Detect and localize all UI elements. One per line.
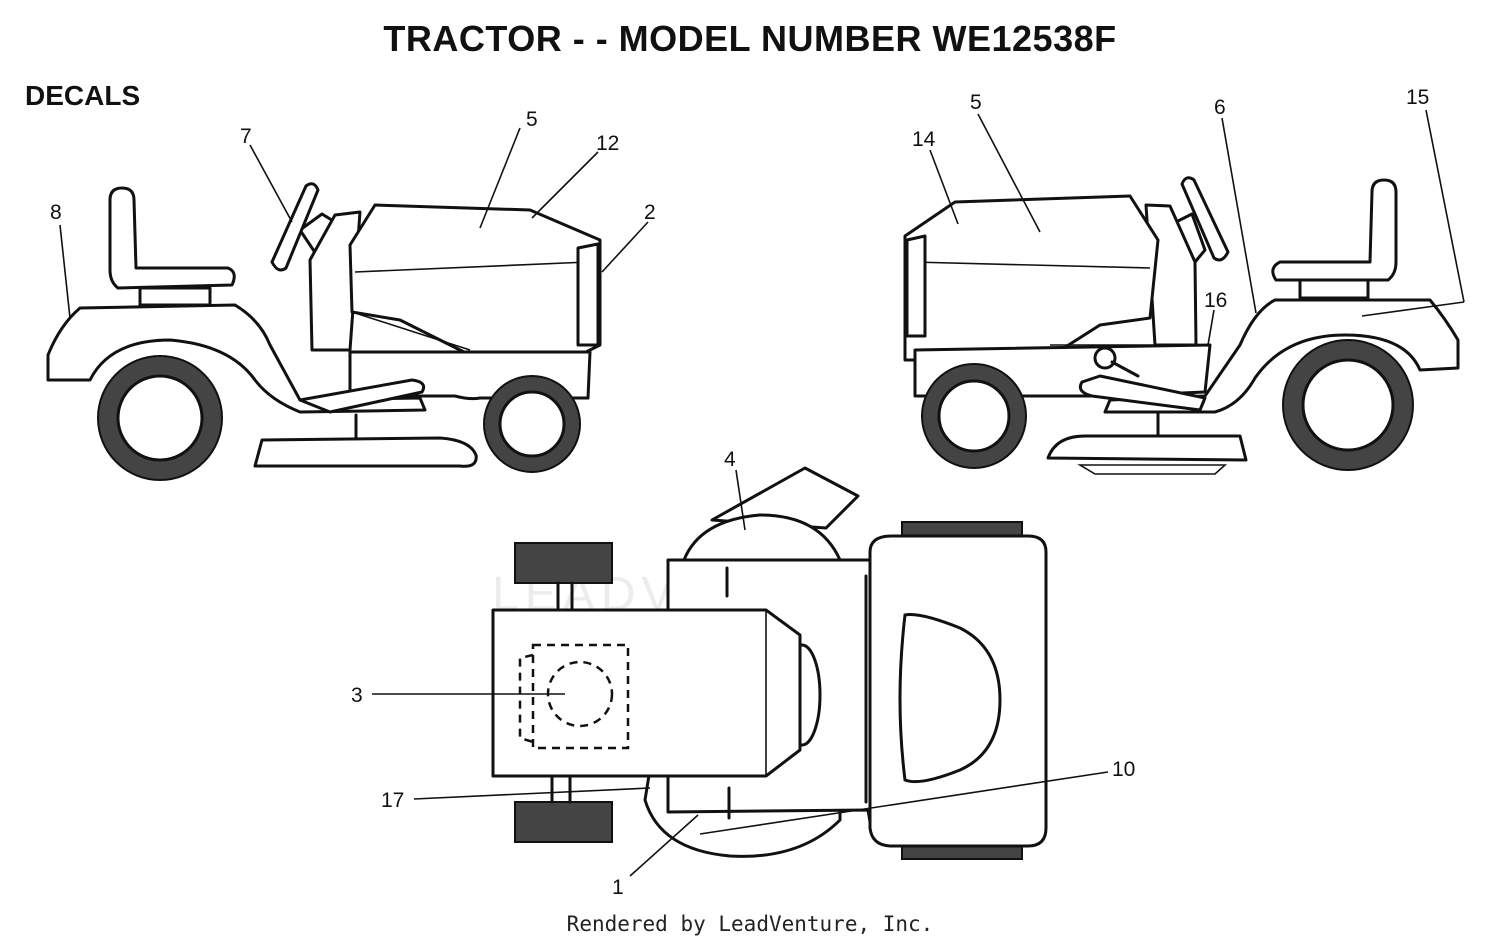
- callout-label: 5: [526, 108, 538, 131]
- rear-fender: [1103, 298, 1460, 414]
- leader-line: [1207, 309, 1215, 346]
- footrest: [298, 378, 426, 414]
- front-wheel-hub: [937, 379, 1011, 453]
- leader-line: [699, 771, 1109, 835]
- deck-skirt: [1077, 464, 1228, 475]
- callout-label: 2: [644, 201, 656, 224]
- seat: [108, 186, 236, 290]
- seat-post: [138, 286, 212, 307]
- seat-post: [1298, 278, 1370, 300]
- steering-wheel: [1180, 176, 1230, 262]
- grille: [576, 242, 600, 347]
- callout-label: 12: [596, 132, 619, 155]
- diagram-title: TRACTOR - - MODEL NUMBER WE12538F: [383, 18, 1117, 59]
- front-wheel-hub: [498, 390, 566, 458]
- leader-line: [531, 151, 599, 219]
- footer-credit: Rendered by LeadVenture, Inc.: [566, 912, 934, 936]
- right-side-view: 14 5 6 15 16: [903, 86, 1465, 475]
- seat-back-outline: [518, 653, 534, 744]
- footrest: [1078, 374, 1207, 412]
- leader-line: [735, 469, 746, 531]
- leader-line: [1425, 109, 1465, 303]
- hood-line: [911, 261, 1151, 269]
- leader-line: [59, 224, 71, 319]
- lift-lever-knob: [1093, 346, 1117, 370]
- callout-label: 14: [912, 128, 936, 151]
- front-left-tire: [901, 521, 1023, 537]
- callout-label: 1: [612, 876, 624, 899]
- leader-line: [479, 127, 521, 229]
- seat-outline: [531, 643, 630, 750]
- hood: [903, 194, 1160, 362]
- steering-wheel: [270, 182, 320, 272]
- callout-label: 8: [50, 201, 62, 224]
- mower-deck: [253, 436, 478, 468]
- rear-right-tire: [514, 801, 613, 843]
- seat: [1271, 178, 1398, 282]
- lift-lever: [1110, 360, 1140, 378]
- leader-line: [601, 221, 649, 273]
- top-view: 4 3 17 10 1: [351, 448, 1135, 899]
- leader-line: [629, 814, 699, 877]
- hood-line: [354, 261, 589, 273]
- callout-label: 7: [240, 125, 252, 148]
- leader-line: [1361, 301, 1465, 317]
- hood: [348, 203, 602, 357]
- leader-line: [929, 149, 959, 225]
- callout-label: 16: [1204, 289, 1227, 312]
- leader-line: [249, 144, 293, 223]
- section-label: DECALS: [25, 80, 141, 111]
- callout-label: 5: [970, 91, 982, 114]
- hood-emblem: [898, 613, 1002, 784]
- rear-fender-top: [491, 608, 802, 778]
- rear-fender: [46, 303, 427, 414]
- callout-label: 4: [724, 448, 736, 471]
- hood-line: [351, 311, 471, 351]
- callout-label: 6: [1214, 96, 1226, 119]
- mower-deck: [1046, 434, 1248, 462]
- rear-wheel-hub: [1301, 358, 1395, 452]
- rear-left-tire: [514, 542, 613, 584]
- grille: [905, 234, 927, 338]
- callout-label: 10: [1112, 758, 1135, 781]
- callout-label: 15: [1406, 86, 1429, 109]
- rear-wheel-hub: [116, 374, 204, 462]
- callout-label: 3: [351, 684, 363, 707]
- leader-line: [413, 787, 651, 800]
- leader-line: [977, 113, 1041, 233]
- left-side-view: 8 7 5 12 2: [46, 108, 656, 481]
- callout-label: 17: [381, 789, 404, 812]
- leader-line: [1221, 117, 1257, 314]
